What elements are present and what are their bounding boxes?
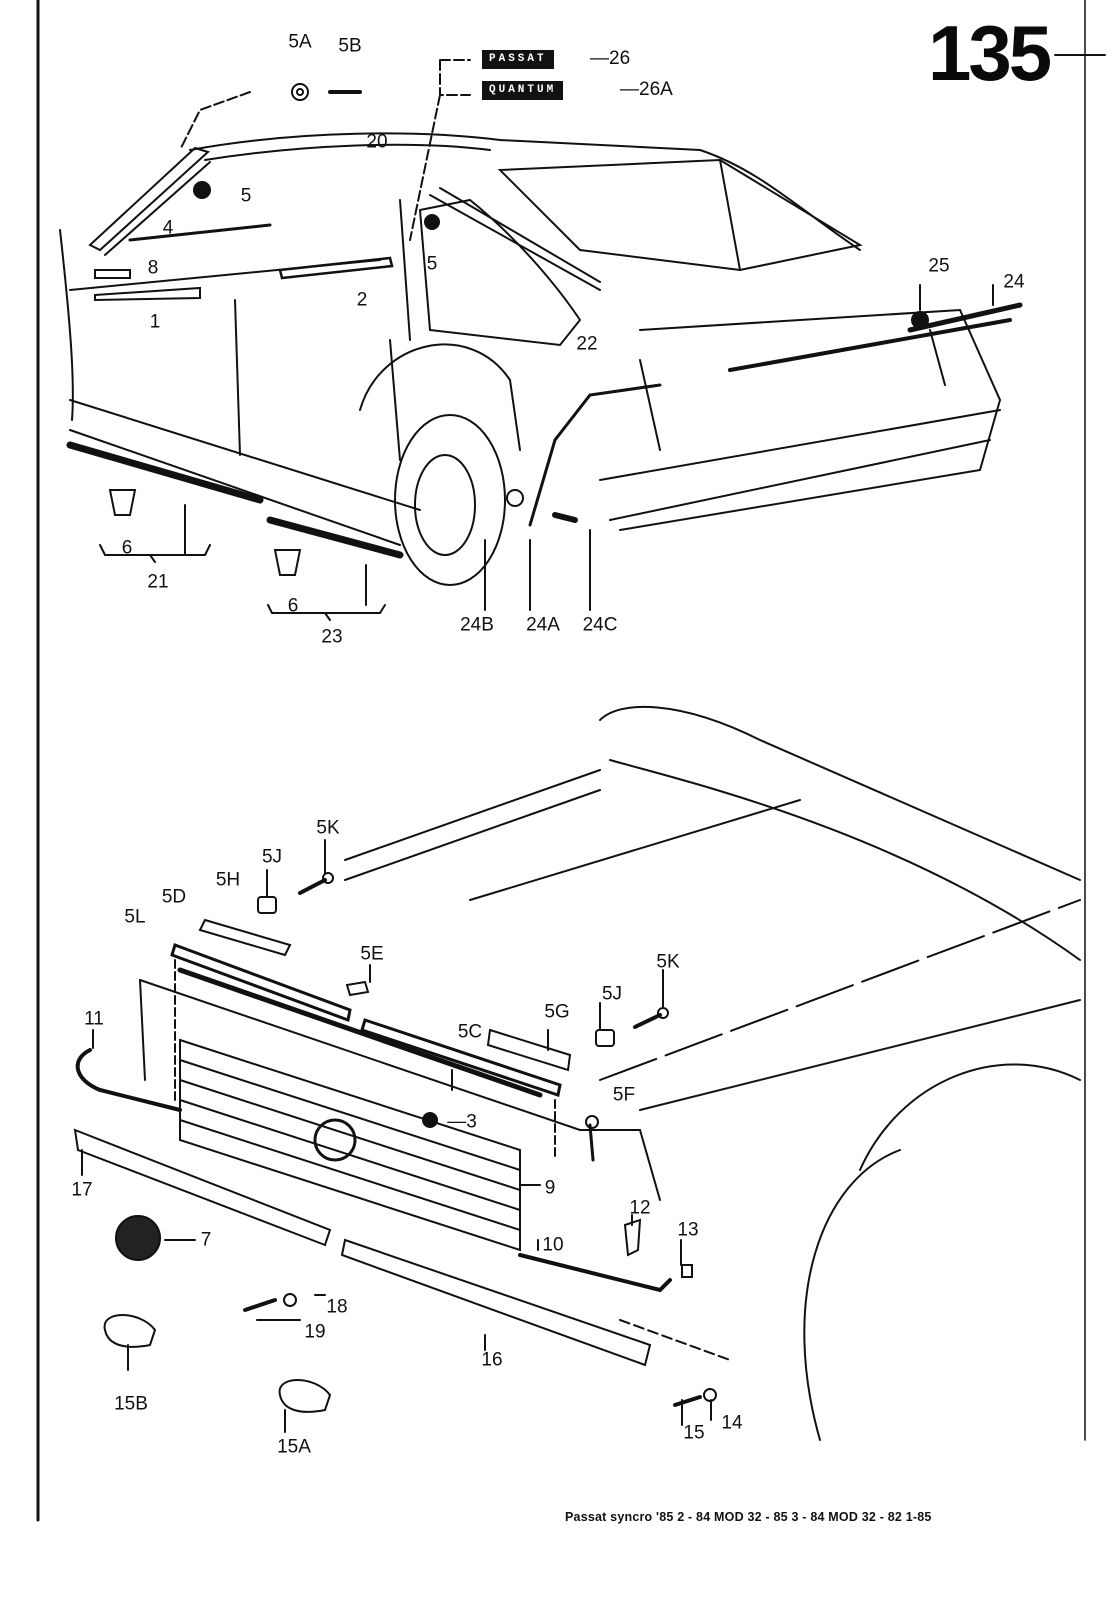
callout-22: 22 <box>576 333 598 355</box>
callout-26-text: 26 <box>609 48 631 69</box>
callout-5-upper: 5 <box>240 185 252 207</box>
callout-1: 1 <box>149 311 161 333</box>
emblem-quantum: QUANTUM <box>482 81 564 100</box>
callout-15: 15 <box>683 1422 705 1444</box>
callout-13: 13 <box>677 1219 699 1241</box>
callout-4: 4 <box>162 217 174 239</box>
callout-6-right: 6 <box>287 595 299 617</box>
callout-17: 17 <box>71 1179 93 1201</box>
callout-5-pillar: 5 <box>426 253 438 275</box>
callout-3: —3 <box>447 1111 477 1133</box>
callout-5b: 5B <box>338 35 362 57</box>
footer-model-info: Passat syncro '85 2 - 84 MOD 32 - 85 3 -… <box>565 1510 932 1524</box>
callout-6-left: 6 <box>121 537 133 559</box>
emblem-passat: PASSAT <box>482 50 554 69</box>
callout-24c: 24C <box>582 614 618 636</box>
callout-9: 9 <box>544 1177 556 1199</box>
callout-19: 19 <box>304 1321 326 1343</box>
page-number: 135 <box>928 9 1052 97</box>
callout-24a: 24A <box>526 614 560 636</box>
callout-16: 16 <box>481 1349 503 1371</box>
callout-7: 7 <box>200 1229 212 1251</box>
callout-5j-left: 5J <box>261 846 283 868</box>
callout-5a: 5A <box>288 31 312 53</box>
callout-2: 2 <box>356 289 368 311</box>
callout-25: 25 <box>928 255 950 277</box>
callout-5g: 5G <box>544 1001 570 1023</box>
callout-3-text: 3 <box>466 1111 477 1133</box>
callout-20: 20 <box>366 131 388 153</box>
callout-8: 8 <box>147 257 159 279</box>
callout-15b: 15B <box>114 1393 148 1415</box>
rear-car-outline <box>59 59 1023 621</box>
callout-12: 12 <box>629 1197 651 1219</box>
callout-24b: 24B <box>460 614 494 636</box>
front-car-outline <box>73 705 1081 1441</box>
callout-21: 21 <box>147 571 169 593</box>
callout-5d: 5D <box>161 886 187 908</box>
callout-5k-left: 5K <box>316 817 340 839</box>
callout-10: 10 <box>542 1234 564 1256</box>
callout-15a: 15A <box>277 1436 311 1458</box>
callout-5l: 5L <box>124 906 146 928</box>
callout-5f: 5F <box>612 1084 636 1106</box>
callout-5h: 5H <box>215 869 241 891</box>
callout-23: 23 <box>321 626 343 648</box>
callout-24: 24 <box>1003 271 1025 293</box>
callout-26: —26 <box>590 48 631 69</box>
callout-5c: 5C <box>457 1021 483 1043</box>
callout-11: 11 <box>84 1008 104 1030</box>
callout-18: 18 <box>326 1296 348 1318</box>
callout-26a-text: 26A <box>639 79 673 100</box>
callout-26a: —26A <box>620 79 673 100</box>
callout-5k-right: 5K <box>656 951 680 973</box>
callout-5j-right: 5J <box>601 983 623 1005</box>
callout-5e: 5E <box>360 943 384 965</box>
callout-14: 14 <box>721 1412 743 1434</box>
